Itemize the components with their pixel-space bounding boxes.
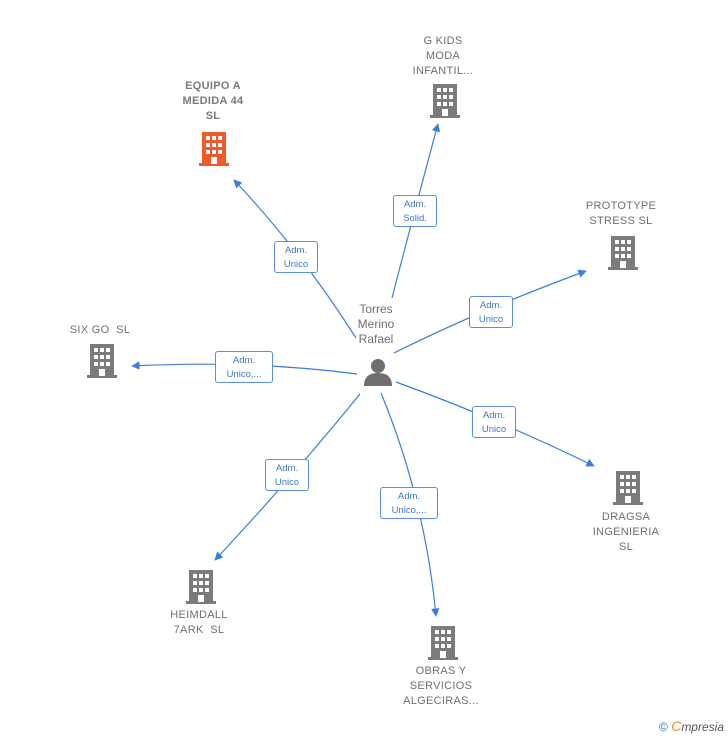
company-label-line: EQUIPO A — [185, 80, 241, 92]
edge-label-line: Adm. — [403, 199, 427, 210]
company-label-prototype[interactable]: PROTOTYPE STRESS SL — [556, 199, 686, 229]
person-name-line: Merino — [357, 317, 395, 331]
edge-label-line: Solid. — [403, 213, 427, 224]
edge-label-gkids[interactable]: Adm. Solid. — [393, 195, 437, 227]
company-label-line: ALGECIRAS... — [403, 695, 479, 707]
edge-label-dragsa[interactable]: Adm. Unico — [472, 406, 516, 438]
company-label-line: INGENIERIA — [592, 526, 660, 538]
edge-label-line: Adm. — [275, 463, 299, 474]
building-icon-dragsa[interactable] — [613, 471, 643, 505]
company-label-dragsa[interactable]: DRAGSA INGENIERIA SL — [561, 510, 691, 555]
edge-label-heimdall[interactable]: Adm. Unico — [265, 459, 309, 491]
company-label-sixgo[interactable]: SIX GO SL — [35, 323, 165, 338]
building-icon-equipo[interactable] — [199, 132, 229, 166]
edge-label-line: Adm. — [479, 300, 503, 311]
company-label-line: INFANTIL... — [412, 65, 474, 77]
company-label-gkids[interactable]: G KIDS MODA INFANTIL... — [378, 34, 508, 79]
company-label-line: G KIDS — [423, 35, 463, 47]
edge-label-line: Unico,... — [391, 505, 427, 516]
building-icon-obras[interactable] — [428, 626, 458, 660]
company-label-obras[interactable]: OBRAS Y SERVICIOS ALGECIRAS... — [376, 664, 506, 709]
company-label-line: DRAGSA — [601, 511, 651, 523]
brand-logo-initial: C — [671, 718, 682, 734]
edge-label-line: Unico — [481, 424, 507, 435]
company-label-heimdall[interactable]: HEIMDALL 7ARK SL — [134, 608, 264, 638]
edge-label-line: Adm. — [482, 410, 506, 421]
edge-label-line: Adm. — [232, 355, 256, 366]
footer-brand[interactable]: © Cmpresia — [659, 718, 724, 734]
company-label-line: 7ARK SL — [173, 624, 225, 636]
company-label-line: SERVICIOS — [409, 680, 473, 692]
edge-label-line: Unico — [478, 314, 504, 325]
building-icon-heimdall[interactable] — [186, 570, 216, 604]
building-icon-prototype[interactable] — [608, 236, 638, 270]
edge-label-line: Adm. — [284, 245, 308, 256]
edge-label-line: Unico,... — [226, 369, 262, 380]
person-icon[interactable] — [364, 359, 392, 386]
building-icon-gkids[interactable] — [430, 84, 460, 118]
company-label-line: SIX GO SL — [69, 324, 131, 336]
edge-label-obras[interactable]: Adm. Unico,... — [380, 487, 438, 519]
company-label-line: PROTOTYPE — [585, 200, 657, 212]
edge-label-line: Adm. — [397, 491, 421, 502]
company-label-equipo[interactable]: EQUIPO A MEDIDA 44 SL — [148, 79, 278, 124]
person-name[interactable]: Torres Merino Rafael — [336, 302, 416, 347]
person-name-line: Torres — [359, 302, 393, 316]
edge-label-equipo[interactable]: Adm. Unico — [274, 241, 318, 273]
edge-label-line: Unico — [274, 477, 300, 488]
copyright-icon: © — [659, 720, 668, 734]
building-icon-sixgo[interactable] — [87, 344, 117, 378]
company-label-line: SL — [205, 110, 221, 122]
person-name-line: Rafael — [358, 332, 394, 346]
company-label-line: OBRAS Y — [415, 665, 467, 677]
company-label-line: MEDIDA 44 — [182, 95, 244, 107]
edge-label-prototype[interactable]: Adm. Unico — [469, 296, 513, 328]
company-label-line: HEIMDALL — [170, 609, 228, 621]
company-label-line: STRESS SL — [589, 215, 653, 227]
company-label-line: SL — [618, 541, 634, 553]
company-label-line: MODA — [425, 50, 461, 62]
brand-logo-text: mpresia — [681, 720, 724, 734]
edge-label-sixgo[interactable]: Adm. Unico,... — [215, 351, 273, 383]
edge-label-line: Unico — [283, 259, 309, 270]
